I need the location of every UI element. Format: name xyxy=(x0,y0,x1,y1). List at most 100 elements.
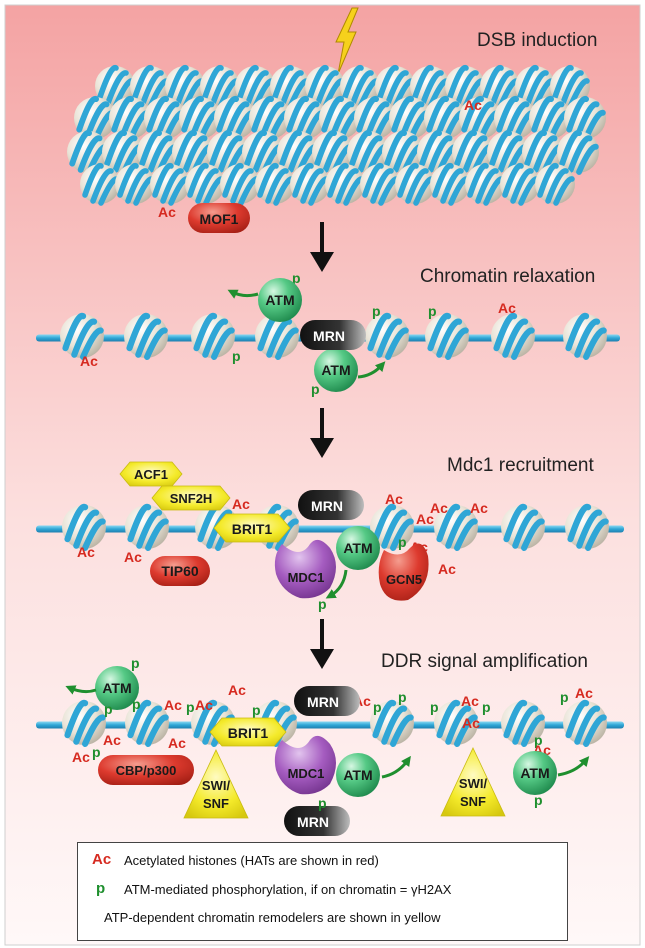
ac-mark: Ac xyxy=(438,561,456,577)
brit1-protein: BRIT1 xyxy=(209,717,287,747)
atm-protein: ATM xyxy=(336,526,380,570)
swi-snf-protein: SWI/SNF xyxy=(440,747,506,817)
label: BRIT1 xyxy=(228,725,269,741)
nucleosome xyxy=(185,162,225,206)
mof1-protein: MOF1 xyxy=(188,203,250,233)
mdc1-recruitment-chromatin: ACF1SNF2HAcAcAcAcAcAcAcAcAcppTIP60BRIT1M… xyxy=(36,461,624,612)
ac-mark: Ac xyxy=(464,97,482,113)
nucleosome xyxy=(340,64,380,108)
ac-mark: Ac xyxy=(80,353,98,369)
ac-mark: Ac xyxy=(195,697,213,713)
nucleosome xyxy=(370,699,414,747)
nucleosome xyxy=(191,312,235,360)
label: TIP60 xyxy=(161,563,199,579)
mdc1-protein: MDC1 xyxy=(274,735,336,795)
green-arrow-icon xyxy=(381,755,411,779)
nucleosome xyxy=(565,503,609,551)
p-mark: p xyxy=(311,381,320,397)
label: MRN xyxy=(297,814,329,830)
nucleosome xyxy=(125,503,169,551)
nucleosome xyxy=(109,95,151,141)
gcn5-protein: GCN5 xyxy=(378,543,429,601)
legend-ac-text: Acetylated histones (HATs are shown in r… xyxy=(124,853,379,868)
relaxed-chromatin: AcAcppppppATMATMMRN xyxy=(36,270,620,397)
condensed-chromatin xyxy=(67,64,606,206)
label: ATM xyxy=(102,680,131,696)
stage-title-chromatin-relaxation: Chromatin relaxation xyxy=(420,266,596,287)
ac-mark: Ac xyxy=(164,697,182,713)
nucleosome xyxy=(535,162,575,206)
legend-p-text: ATM-mediated phosphorylation, if on chro… xyxy=(124,882,452,897)
label: SWI/ xyxy=(459,776,488,791)
nucleosome xyxy=(165,64,205,108)
brit1-protein: BRIT1 xyxy=(213,513,291,543)
nucleosome xyxy=(360,162,400,206)
p-mark: p xyxy=(482,699,491,715)
nucleosome xyxy=(382,129,424,175)
nucleosome xyxy=(62,503,106,551)
label: SWI/ xyxy=(202,778,231,793)
ac-mark: Ac xyxy=(416,511,434,527)
nucleosome xyxy=(465,162,505,206)
stage-title-dsb-induction: DSB induction xyxy=(477,30,598,51)
p-mark: p xyxy=(232,348,241,364)
p-mark: p xyxy=(428,303,437,319)
nucleosome xyxy=(500,162,540,206)
stage-title-mdc1-recruitment: Mdc1 recruitment xyxy=(447,455,594,476)
nucleosome xyxy=(563,699,607,747)
label: SNF xyxy=(460,794,486,809)
ac-mark: Ac xyxy=(498,300,516,316)
lightning-bolt-icon xyxy=(335,7,359,75)
legend: Ac Acetylated histones (HATs are shown i… xyxy=(77,842,568,941)
nucleosome xyxy=(395,162,435,206)
p-mark: p xyxy=(318,795,327,811)
atm-protein: ATM xyxy=(95,666,139,710)
label: SNF xyxy=(203,796,229,811)
ac-mark: Ac xyxy=(232,496,250,512)
nucleosome xyxy=(515,64,555,108)
nucleosome xyxy=(255,162,295,206)
acf1-protein: ACF1 xyxy=(119,461,183,487)
nucleosome xyxy=(115,162,155,206)
label: MDC1 xyxy=(288,766,325,781)
label: ATM xyxy=(265,292,294,308)
p-mark: p xyxy=(534,732,543,748)
p-mark: p xyxy=(430,699,439,715)
label: MDC1 xyxy=(288,570,325,585)
label: MRN xyxy=(307,694,339,710)
down-arrow-icon xyxy=(310,408,334,458)
green-arrow-icon xyxy=(557,756,590,777)
ac-mark: Ac xyxy=(462,715,480,731)
green-arrow-icon xyxy=(227,289,259,299)
mrn-complex: MRN xyxy=(284,806,350,836)
mrn-complex: MRN xyxy=(298,490,364,520)
nucleosome xyxy=(150,162,190,206)
label: ATM xyxy=(520,765,549,781)
ac-mark: Ac xyxy=(72,749,90,765)
ac-mark: Ac xyxy=(575,685,593,701)
nucleosome xyxy=(550,64,590,108)
nucleosome xyxy=(290,162,330,206)
ac-mark: Ac xyxy=(168,735,186,751)
nucleosome xyxy=(434,503,478,551)
legend-remodeler-text: ATP-dependent chromatin remodelers are s… xyxy=(104,910,441,925)
snf2h-protein: SNF2H xyxy=(151,485,231,511)
nucleosome xyxy=(501,503,545,551)
nucleosome xyxy=(375,64,415,108)
ac-mark: Ac xyxy=(103,732,121,748)
ac-mark: Ac xyxy=(77,544,95,560)
nucleosome xyxy=(434,699,478,747)
p-mark: p xyxy=(92,744,101,760)
stage-title-ddr-signal-amplification: DDR signal amplification xyxy=(381,651,588,672)
label: ACF1 xyxy=(134,467,168,482)
nucleosome xyxy=(62,699,106,747)
nucleosome xyxy=(124,312,168,360)
ac-mark: Ac xyxy=(158,204,176,220)
ac-mark: Ac xyxy=(430,500,448,516)
nucleosome xyxy=(125,699,169,747)
p-mark: p xyxy=(373,699,382,715)
mrn-complex: MRN xyxy=(300,320,366,350)
nucleosome xyxy=(370,503,414,551)
p-mark: p xyxy=(560,689,569,705)
